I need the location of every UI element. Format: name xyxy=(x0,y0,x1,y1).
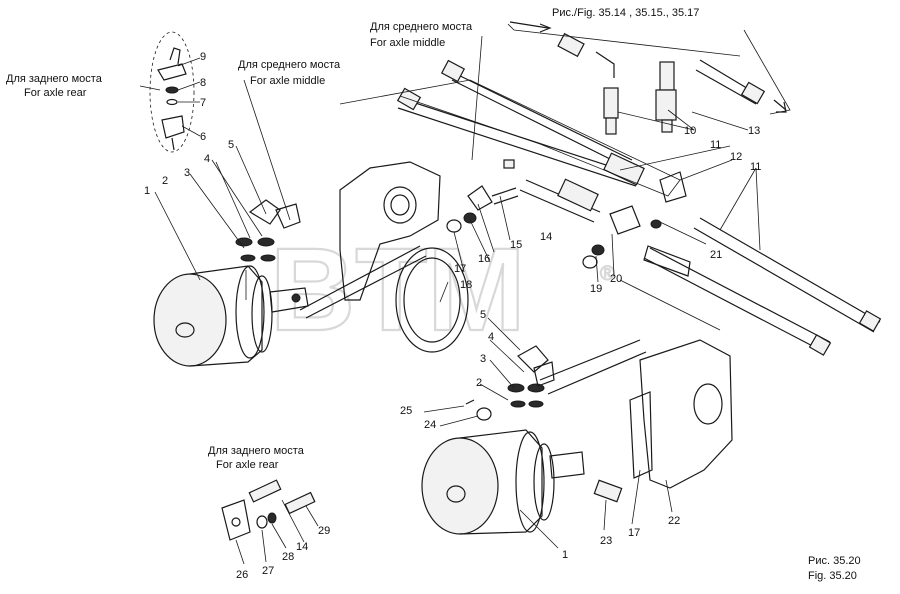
callout-11-upper: 11 xyxy=(710,139,721,151)
callout-1-upper: 1 xyxy=(144,185,150,197)
callout-18: 18 xyxy=(460,279,472,291)
caption-rear-axle-ru-top: Для заднего моста xyxy=(6,73,103,85)
callout-5-lower: 5 xyxy=(480,309,486,321)
callout-9: 9 xyxy=(200,51,206,63)
caption-figure-number-ru: Рис. 35.20 xyxy=(808,555,861,567)
callout-15: 15 xyxy=(510,239,522,251)
gasket-ring xyxy=(395,247,469,353)
callout-4-lower: 4 xyxy=(488,331,494,343)
fittings-lower xyxy=(465,345,555,421)
bracket-lower xyxy=(539,339,733,489)
direction-arrows xyxy=(509,21,787,113)
inset-rear-axle-parts xyxy=(149,31,195,153)
callout-10: 10 xyxy=(684,125,696,137)
hose-lines xyxy=(396,32,882,356)
caption-rear-axle-en-bottom: For axle rear xyxy=(216,459,279,471)
callout-6: 6 xyxy=(200,131,206,143)
caption-figure-reference: Рис./Fig. 35.14 , 35.15., 35.17 xyxy=(552,7,699,19)
callout-21: 21 xyxy=(710,249,722,261)
watermark-registered-mark: ® xyxy=(600,263,615,285)
callout-28: 28 xyxy=(282,551,294,563)
callout-14-lower: 14 xyxy=(296,541,308,553)
callout-14-upper: 14 xyxy=(540,231,552,243)
brake-chamber-lower xyxy=(421,429,623,535)
leader-lines xyxy=(139,23,791,565)
callout-2-upper: 2 xyxy=(162,175,168,187)
caption-middle-axle-en-left: For axle middle xyxy=(250,75,325,87)
caption-rear-axle-en-top: For axle rear xyxy=(24,87,87,99)
caption-rear-axle-ru-bottom: Для заднего моста xyxy=(208,445,305,457)
callout-17-upper: 17 xyxy=(454,263,466,275)
callout-29: 29 xyxy=(318,525,330,537)
inset-bottom-parts xyxy=(221,479,316,541)
callout-17-lower: 17 xyxy=(628,527,640,539)
callout-19: 19 xyxy=(590,283,602,295)
callout-3-upper: 3 xyxy=(184,167,190,179)
callout-20: 20 xyxy=(610,273,622,285)
callout-24: 24 xyxy=(424,419,436,431)
callout-3-lower: 3 xyxy=(480,353,486,365)
bracket-upper xyxy=(299,161,441,319)
fittings-upper xyxy=(235,199,301,262)
callout-4-upper: 4 xyxy=(204,153,210,165)
callout-13: 13 xyxy=(748,125,760,137)
caption-middle-axle-en-top: For axle middle xyxy=(370,37,445,49)
callout-7: 7 xyxy=(200,97,206,109)
callout-12: 12 xyxy=(730,151,742,163)
caption-figure-number-en: Fig. 35.20 xyxy=(808,570,857,582)
brake-chamber-upper xyxy=(153,265,309,367)
caption-middle-axle-ru-left: Для среднего моста xyxy=(238,59,341,71)
callout-2-lower: 2 xyxy=(476,377,482,389)
caption-middle-axle-ru-top: Для среднего моста xyxy=(370,21,473,33)
watermark: BTM xyxy=(270,224,526,356)
callout-27: 27 xyxy=(262,565,274,577)
callout-1-lower: 1 xyxy=(562,549,568,561)
callout-26: 26 xyxy=(236,569,248,581)
callout-25: 25 xyxy=(400,405,412,417)
callout-22: 22 xyxy=(668,515,680,527)
callout-5-upper: 5 xyxy=(228,139,234,151)
callout-16: 16 xyxy=(478,253,490,265)
callout-11-right: 11 xyxy=(750,161,761,173)
callout-23: 23 xyxy=(600,535,612,547)
callout-8: 8 xyxy=(200,77,206,89)
